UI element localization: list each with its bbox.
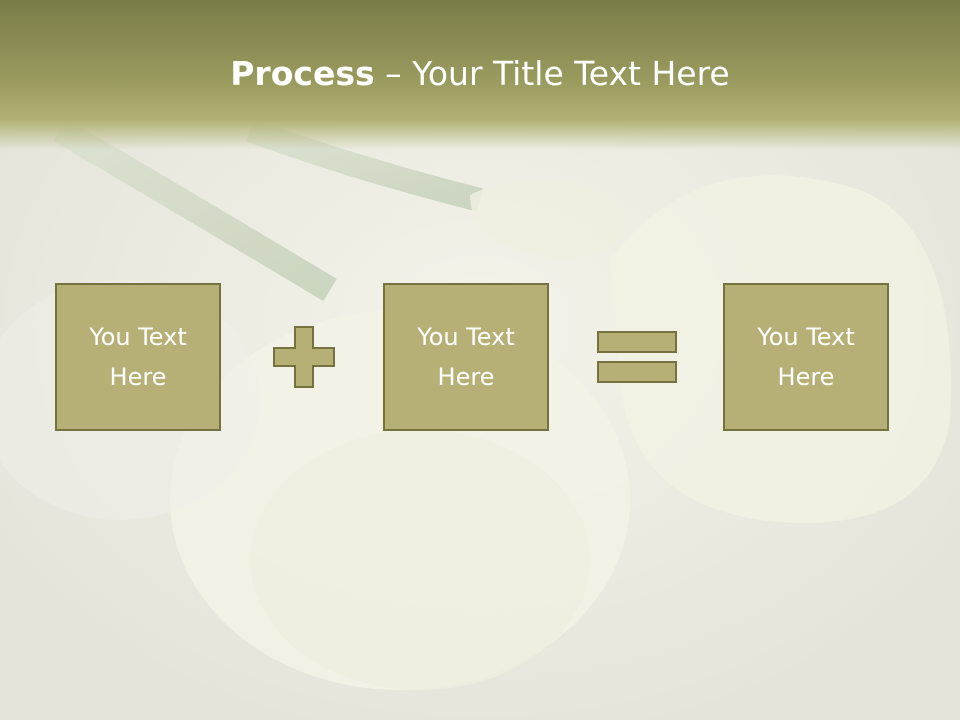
text-box-3-label: You Text Here [757, 323, 855, 391]
text-box-1: You Text Here [55, 283, 221, 431]
title-band [0, 0, 960, 150]
equals-icon [597, 331, 677, 383]
text-box-1-label: You Text Here [89, 323, 187, 391]
text-box-3: You Text Here [723, 283, 889, 431]
plus-icon [273, 326, 335, 388]
text-box-2: You Text Here [383, 283, 549, 431]
slide-title: Process – Your Title Text Here [0, 52, 960, 96]
text-box-2-label: You Text Here [417, 323, 515, 391]
title-rest: – Your Title Text Here [374, 54, 730, 93]
title-bold: Process [230, 54, 375, 93]
